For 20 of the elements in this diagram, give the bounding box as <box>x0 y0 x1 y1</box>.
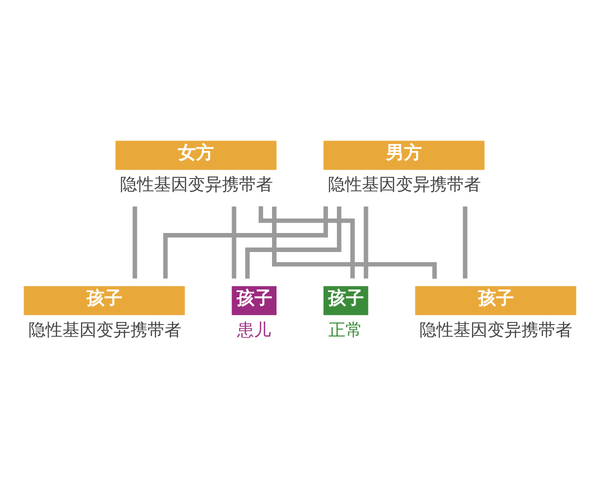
node-box: 女方 <box>116 140 277 170</box>
node-box: 男方 <box>323 140 484 170</box>
node-box: 孩子 <box>323 286 368 316</box>
connector <box>245 206 342 279</box>
node-label: 隐性基因变异携带者 <box>328 174 481 194</box>
node-label: 隐性基因变异携带者 <box>120 174 273 194</box>
node-box: 孩子 <box>24 286 185 316</box>
node-box: 孩子 <box>415 286 576 316</box>
node-label: 患儿 <box>236 319 271 340</box>
connector <box>232 206 236 279</box>
node-label: 隐性基因变异携带者 <box>28 319 182 340</box>
connector <box>258 206 355 278</box>
connector <box>163 206 328 278</box>
connector <box>132 206 138 279</box>
connector <box>462 206 468 279</box>
node-label: 正常 <box>328 319 363 340</box>
node-box: 孩子 <box>232 286 277 316</box>
node-label: 隐性基因变异携带者 <box>420 319 573 340</box>
connector <box>272 206 437 279</box>
connector <box>364 206 368 279</box>
